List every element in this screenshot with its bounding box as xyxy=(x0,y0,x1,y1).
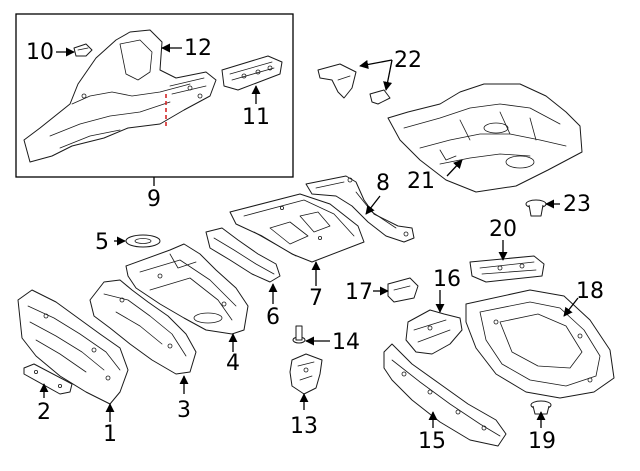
part-16-bracket[interactable] xyxy=(405,309,463,355)
callout-20: 20 xyxy=(489,217,517,242)
callout-18: 18 xyxy=(576,279,604,304)
callout-6: 6 xyxy=(266,305,280,330)
callout-labels: 10 12 11 9 22 21 23 8 7 6 5 4 3 1 2 14 1… xyxy=(26,36,604,454)
callout-16: 16 xyxy=(433,267,461,292)
part-23-plug[interactable] xyxy=(525,199,547,217)
part-7-floor-panel[interactable] xyxy=(229,193,365,263)
part-10-bracket[interactable] xyxy=(73,43,93,57)
part-20-bracket[interactable] xyxy=(469,255,545,283)
callout-15: 15 xyxy=(418,429,446,454)
callout-12: 12 xyxy=(184,36,212,61)
callout-22: 22 xyxy=(394,48,422,73)
callout-13: 13 xyxy=(290,414,318,439)
part-3-tunnel[interactable] xyxy=(89,279,197,375)
part-14-bolt[interactable] xyxy=(292,325,306,344)
callout-3: 3 xyxy=(177,398,191,423)
part-21-rear-floor[interactable] xyxy=(387,83,583,193)
callout-7: 7 xyxy=(309,286,323,311)
part-17-clip[interactable] xyxy=(387,277,419,303)
callout-1: 1 xyxy=(103,422,117,447)
part-2-plate[interactable] xyxy=(23,363,73,395)
callout-8: 8 xyxy=(376,171,390,196)
part-12-side-member[interactable] xyxy=(23,29,217,163)
callout-19: 19 xyxy=(528,429,556,454)
callout-17: 17 xyxy=(345,280,373,305)
callout-14: 14 xyxy=(332,330,360,355)
part-6-floor-rail[interactable] xyxy=(205,227,281,283)
callout-10: 10 xyxy=(26,40,54,65)
callout-4: 4 xyxy=(226,351,240,376)
callout-23: 23 xyxy=(563,192,591,217)
callout-5: 5 xyxy=(95,230,109,255)
part-18-spare-tire-pan[interactable] xyxy=(465,289,615,399)
leader-lines xyxy=(39,43,579,428)
part-15-rear-panel[interactable] xyxy=(383,343,507,447)
part-4-front-floor[interactable] xyxy=(125,243,249,335)
callout-11: 11 xyxy=(242,105,270,130)
part-22-brackets[interactable] xyxy=(317,63,391,105)
part-11-reinforcement[interactable] xyxy=(221,55,283,91)
callout-21: 21 xyxy=(407,169,435,194)
callout-2: 2 xyxy=(37,400,51,425)
part-13-bracket[interactable] xyxy=(289,353,323,395)
part-8-crossmember[interactable] xyxy=(305,175,415,243)
callout-9: 9 xyxy=(147,187,161,212)
part-5-grommet[interactable] xyxy=(125,234,161,248)
part-1-dash-panel[interactable] xyxy=(17,289,129,405)
